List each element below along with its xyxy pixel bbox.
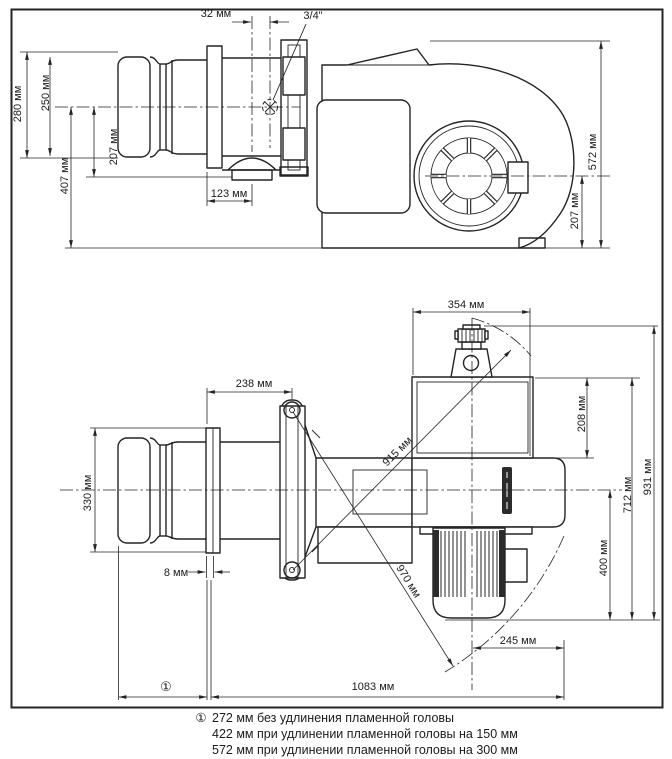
dim-330mm: 330 мм (82, 475, 94, 512)
dim-354mm: 354 мм (448, 299, 485, 311)
dim-245mm: 245 мм (500, 635, 537, 647)
nameplate (502, 467, 512, 514)
drawing-frame (10, 8, 664, 709)
bottom-view-dimensions (90, 308, 660, 700)
neck-transition (304, 424, 321, 558)
housing-panel (352, 469, 428, 515)
dim-250mm: 250 мм (40, 75, 52, 112)
dim-208mm: 208 мм (576, 396, 588, 433)
dim-1083mm: 1083 мм (352, 681, 395, 693)
top-view-dimensions (20, 20, 610, 249)
top-view-dimension-labels: 32 мм 3/4" 280 мм 250 мм 207 мм 407 мм 1… (12, 8, 599, 229)
gas-multiblock (411, 376, 534, 459)
footnote-marker: ① (195, 711, 206, 725)
dim-572mm: 572 мм (587, 134, 599, 171)
footnote: ① 272 мм без удлинения пламенной головы … (195, 711, 517, 757)
hinge-rail (279, 39, 309, 177)
dim-123mm: 123 мм (211, 188, 248, 200)
dim-gas-connection: 3/4" (303, 10, 322, 22)
swing-arc-bottom (444, 535, 565, 673)
dim-ref1-marker: ① (160, 679, 172, 694)
dim-32mm: 32 мм (201, 8, 231, 20)
valve-actuator (450, 324, 493, 378)
footnote-line-2: 422 мм при удлинении пламенной головы на… (212, 727, 518, 741)
control-box (316, 99, 411, 214)
dim-407mm: 407 мм (59, 158, 71, 195)
dim-207mm-right: 207 мм (569, 193, 581, 230)
intake-hub-block (507, 161, 529, 194)
dim-400mm: 400 мм (598, 540, 610, 577)
flame-head-side (117, 45, 281, 181)
footnote-line-3: 572 мм при удлинении пламенной головы на… (212, 743, 518, 757)
hinge-eyelet-top (283, 401, 301, 419)
bottom-view: 354 мм 238 мм 330 мм 208 мм 915 мм 970 м… (60, 299, 660, 700)
dim-238mm: 238 мм (236, 378, 273, 390)
foot-block (231, 169, 273, 181)
gas-leader-line (272, 23, 307, 101)
hinge-flange (279, 399, 306, 581)
flame-head-plan (117, 427, 280, 554)
front-housing (315, 457, 413, 528)
lower-housing (317, 526, 413, 564)
dome-cap (227, 157, 277, 171)
motor-terminal-box (504, 548, 528, 583)
motor (432, 527, 528, 619)
rear-housing (411, 457, 566, 528)
dim-8mm: 8 мм (164, 567, 188, 579)
dim-712mm: 712 мм (622, 477, 634, 514)
dim-207mm-left: 207 мм (108, 129, 120, 166)
swing-radius-915 (292, 349, 512, 571)
scroll-foot-step (518, 237, 546, 249)
swing-arc-top (471, 317, 532, 357)
hinge-eyelet-bottom (283, 561, 301, 579)
dim-931mm: 931 мм (642, 459, 654, 496)
swing-radius-970 (292, 411, 454, 667)
top-view: 32 мм 3/4" 280 мм 250 мм 207 мм 407 мм 1… (12, 8, 612, 249)
rail-foot (279, 166, 309, 177)
footnote-line-1: 272 мм без удлинения пламенной головы (212, 711, 454, 725)
dim-280mm: 280 мм (12, 86, 24, 123)
